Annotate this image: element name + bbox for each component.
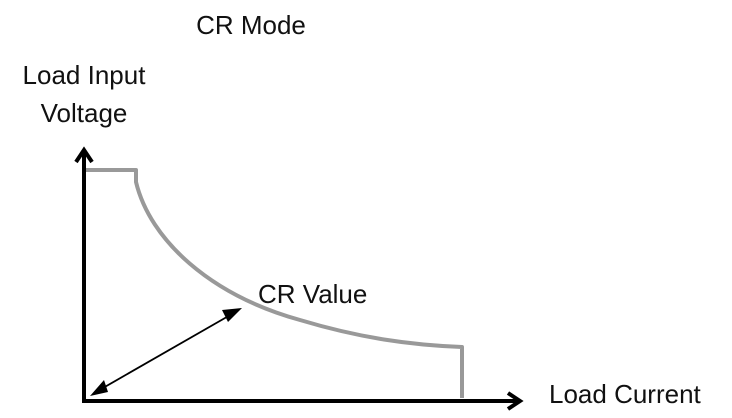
y-axis (74, 146, 94, 401)
cr-value-arrow (90, 308, 242, 396)
cr-curve (84, 168, 464, 398)
cr-value-label: CR Value (258, 279, 367, 309)
x-axis (82, 391, 524, 411)
y-axis-label-line2: Voltage (41, 98, 128, 128)
diagram-title: CR Mode (196, 10, 306, 40)
x-axis-label: Load Current (549, 379, 702, 409)
y-axis-label-line1: Load Input (23, 60, 147, 90)
